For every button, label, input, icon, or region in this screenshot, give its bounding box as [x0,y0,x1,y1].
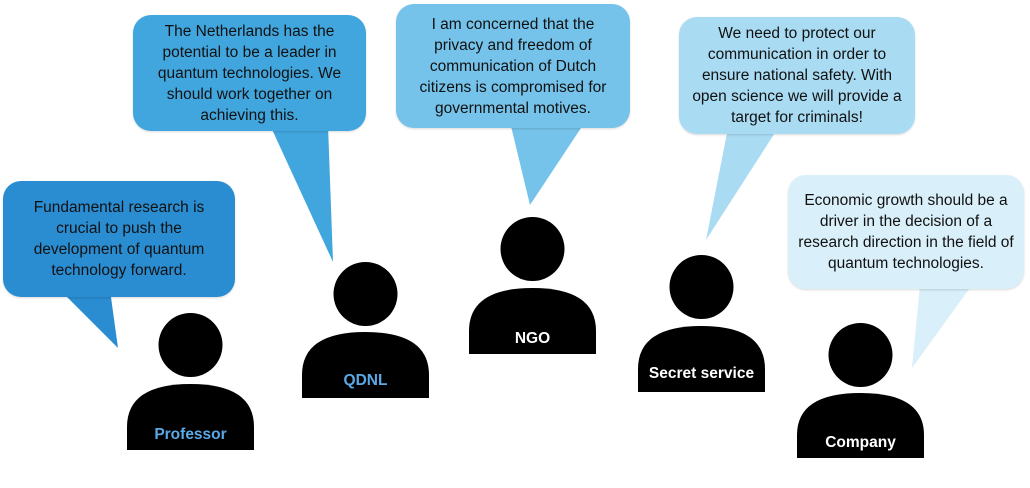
qdnl-label: QDNL [343,372,388,389]
company-label: Company [825,434,896,451]
professor-figure: Professor [127,313,254,450]
person-icon [638,255,765,392]
ngo-bubble-tail [510,122,585,205]
company-speech-bubble: Economic growth should be a driver in th… [788,175,1024,289]
secret-service-label: Secret service [648,365,755,382]
professor-label: Professor [154,426,227,443]
qdnl-quote: The Netherlands has the potential to be … [157,22,342,124]
person-icon [469,217,596,354]
ngo-quote: I am concerned that the privacy and free… [419,15,607,117]
professor-bubble-tail [60,290,118,348]
company-quote: Economic growth should be a driver in th… [798,192,1014,272]
ngo-speech-bubble: I am concerned that the privacy and free… [396,4,630,128]
qdnl-speech-bubble: The Netherlands has the potential to be … [133,15,366,131]
person-icon [302,262,429,398]
secret-service-figure: Secret service [638,255,765,392]
secret-service-speech-bubble: We need to protect our communication in … [679,17,915,134]
qdnl-bubble-tail [270,125,333,262]
person-icon [127,313,254,450]
ngo-label: NGO [514,330,551,347]
company-figure: Company [797,323,924,458]
ngo-figure: NGO [469,217,596,354]
person-icon [797,323,924,458]
secret-service-bubble-tail [706,128,778,240]
secret-service-quote: We need to protect our communication in … [692,25,902,126]
professor-quote: Fundamental research is crucial to push … [33,199,205,279]
qdnl-figure: QDNL [302,262,429,398]
professor-speech-bubble: Fundamental research is crucial to push … [3,181,235,297]
